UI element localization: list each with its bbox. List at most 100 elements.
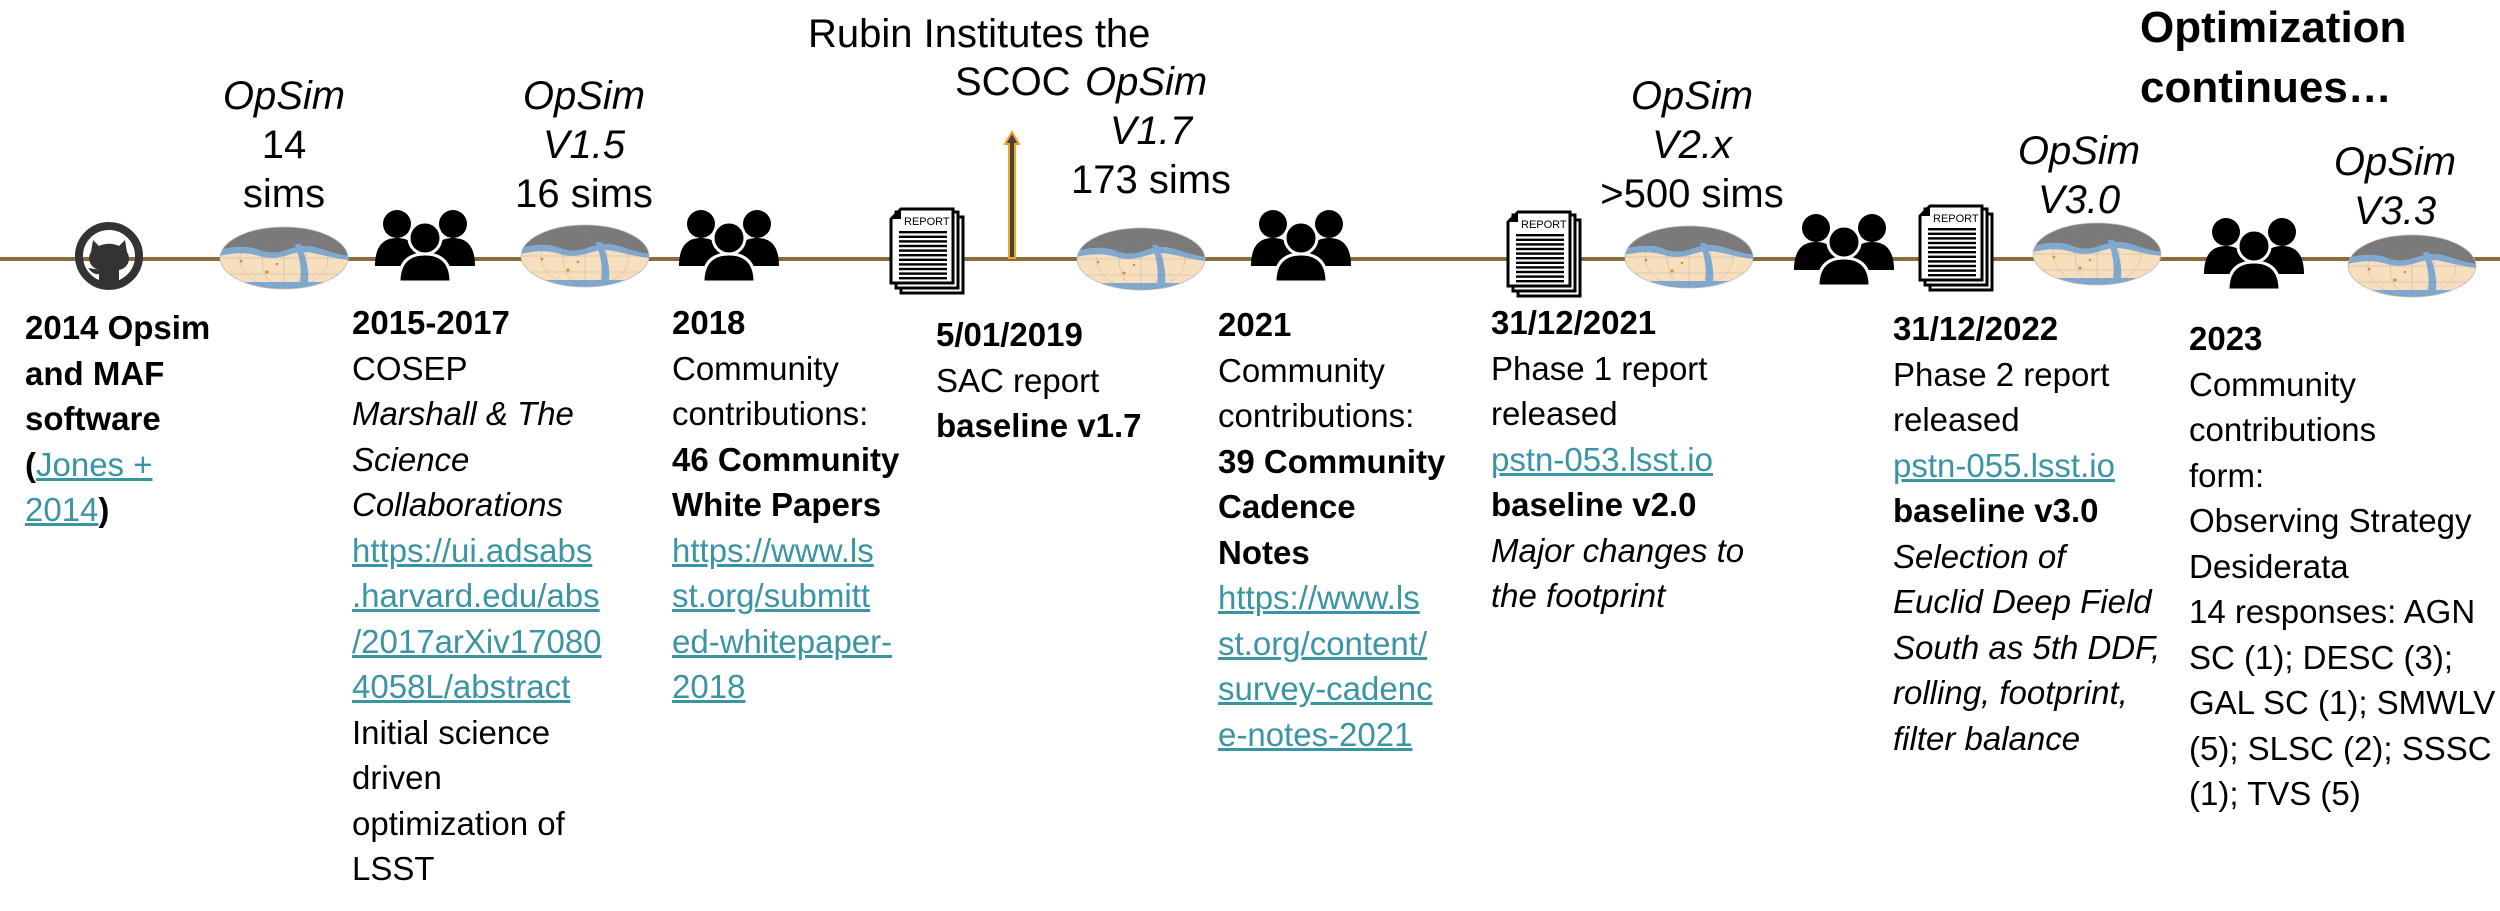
report-label: REPORT: [1521, 219, 1567, 231]
text-segment: South as 5th DDF,: [1893, 628, 2161, 666]
reference-link[interactable]: st.org/submitt: [672, 577, 871, 614]
text-line: Phase 1 report: [1491, 346, 1744, 392]
reference-link[interactable]: ed-whitepaper-: [672, 622, 893, 660]
text-line: the footprint: [1491, 573, 1744, 619]
text-line: 46 Community: [672, 437, 899, 483]
text-line: pstn-053.lsst.io: [1491, 437, 1744, 483]
reference-link[interactable]: 4058L/abstract: [352, 668, 571, 705]
text-line: Community: [1218, 348, 1445, 394]
label-line: V3.0: [2037, 178, 2121, 222]
text-line: contributions: [2189, 407, 2495, 453]
opsim-v17-label: V1.7 173 sims: [1071, 107, 1231, 205]
sky-map-icon: [2032, 222, 2162, 286]
reference-link[interactable]: pstn-053.lsst.io: [1491, 440, 1713, 478]
reference-link[interactable]: pstn-055.lsst.io: [1893, 446, 2115, 484]
reference-link[interactable]: 2018: [672, 668, 746, 705]
text-line: baseline v1.7: [936, 403, 1141, 449]
people-group-icon: [1794, 212, 1894, 286]
reference-link[interactable]: https://ui.adsabs: [352, 531, 593, 569]
reference-link[interactable]: st.org/content/: [1218, 624, 1428, 662]
sky-map-icon: [520, 224, 650, 288]
label-line: continues…: [2140, 63, 2392, 112]
text-line: 14 responses: AGN: [2189, 589, 2495, 635]
text-line: 39 Community: [1218, 439, 1445, 485]
text-segment: driven: [352, 759, 442, 796]
text-segment: 2015-2017: [352, 304, 510, 341]
text-segment: software: [25, 400, 161, 437]
text-segment: Selection of: [1893, 537, 2066, 575]
text-line: Initial science: [352, 710, 602, 756]
text-line: https://www.ls: [672, 528, 899, 574]
text-segment: form:: [2189, 456, 2265, 494]
text-segment: GAL SC (1); SMWLV: [2189, 684, 2496, 721]
opsim-v15-label: OpSim V1.5 16 sims: [515, 72, 653, 219]
text-segment: baseline v2.0: [1491, 486, 1697, 523]
sky-map-icon: [1076, 227, 1206, 291]
text-segment: 46 Community: [672, 440, 900, 478]
text-line: Selection of: [1893, 534, 2160, 580]
text-segment: COSEP: [352, 349, 468, 387]
text-line: st.org/submitt: [672, 573, 899, 619]
text-line: 31/12/2021: [1491, 300, 1744, 346]
text-line: 4058L/abstract: [352, 664, 602, 710]
text-segment: contributions:: [672, 395, 869, 432]
reference-link[interactable]: survey-cadenc: [1218, 670, 1433, 707]
reference-link[interactable]: https://www.ls: [672, 531, 874, 569]
report-label: REPORT: [904, 216, 950, 228]
report-label: REPORT: [1933, 213, 1979, 225]
text-line: Observing Strategy: [2189, 498, 2495, 544]
text-segment: Initial science: [352, 713, 551, 751]
reference-link[interactable]: 2014: [25, 491, 99, 528]
text-line: COSEP: [352, 346, 602, 392]
sky-map-icon: [1624, 225, 1754, 289]
text-line: contributions:: [1218, 393, 1445, 439]
text-line: st.org/content/: [1218, 621, 1445, 667]
reference-link[interactable]: .harvard.edu/abs: [352, 577, 600, 614]
reference-link[interactable]: e-notes-2021: [1218, 715, 1413, 753]
sky-map-icon: [219, 226, 349, 290]
text-line: 2015-2017: [352, 300, 602, 346]
text-line: White Papers: [672, 482, 899, 528]
text-segment: the footprint: [1491, 577, 1666, 614]
text-line: 2018: [672, 300, 899, 346]
text-segment: filter balance: [1893, 719, 2081, 757]
arrow-up-icon: [1003, 130, 1021, 259]
opsim-v17-title: OpSim: [1085, 60, 1208, 104]
label-line: V1.5: [542, 123, 626, 167]
reference-link[interactable]: /2017arXiv17080: [352, 622, 602, 660]
report-document-icon: REPORT: [889, 207, 965, 295]
text-segment: 14 responses: AGN: [2189, 593, 2476, 630]
label-line: OpSim: [222, 74, 346, 118]
text-segment: Community: [1218, 351, 1385, 389]
text-segment: optimization of: [352, 804, 565, 842]
text-line: Collaborations: [352, 482, 602, 528]
text-line: /2017arXiv17080: [352, 619, 602, 665]
text-line: ed-whitepaper-: [672, 619, 899, 665]
text-segment: Science: [352, 440, 470, 478]
text-line: contributions:: [672, 391, 899, 437]
reference-link[interactable]: Jones +: [36, 445, 153, 483]
label-line: OpSim: [1630, 74, 1754, 118]
text-segment: 31/12/2022: [1893, 310, 2059, 347]
report-document-icon: REPORT: [1506, 210, 1582, 298]
people-group-icon: [2204, 216, 2304, 290]
label-line: OpSim: [2333, 140, 2457, 184]
label-line: 14: [261, 123, 307, 167]
opsim-v33-label: OpSim V3.3: [2334, 138, 2456, 236]
text-segment: Observing Strategy: [2189, 502, 2472, 539]
text-segment: baseline v3.0: [1893, 492, 2099, 529]
text-segment: LSST: [352, 850, 435, 887]
text-line: baseline v2.0: [1491, 482, 1744, 528]
text-line: 2023: [2189, 316, 2495, 362]
reference-link[interactable]: https://www.ls: [1218, 579, 1420, 616]
text-line: released: [1491, 391, 1744, 437]
text-line: filter balance: [1893, 716, 2160, 762]
text-line: GAL SC (1); SMWLV: [2189, 680, 2495, 726]
label-line: Optimization: [2140, 3, 2407, 52]
